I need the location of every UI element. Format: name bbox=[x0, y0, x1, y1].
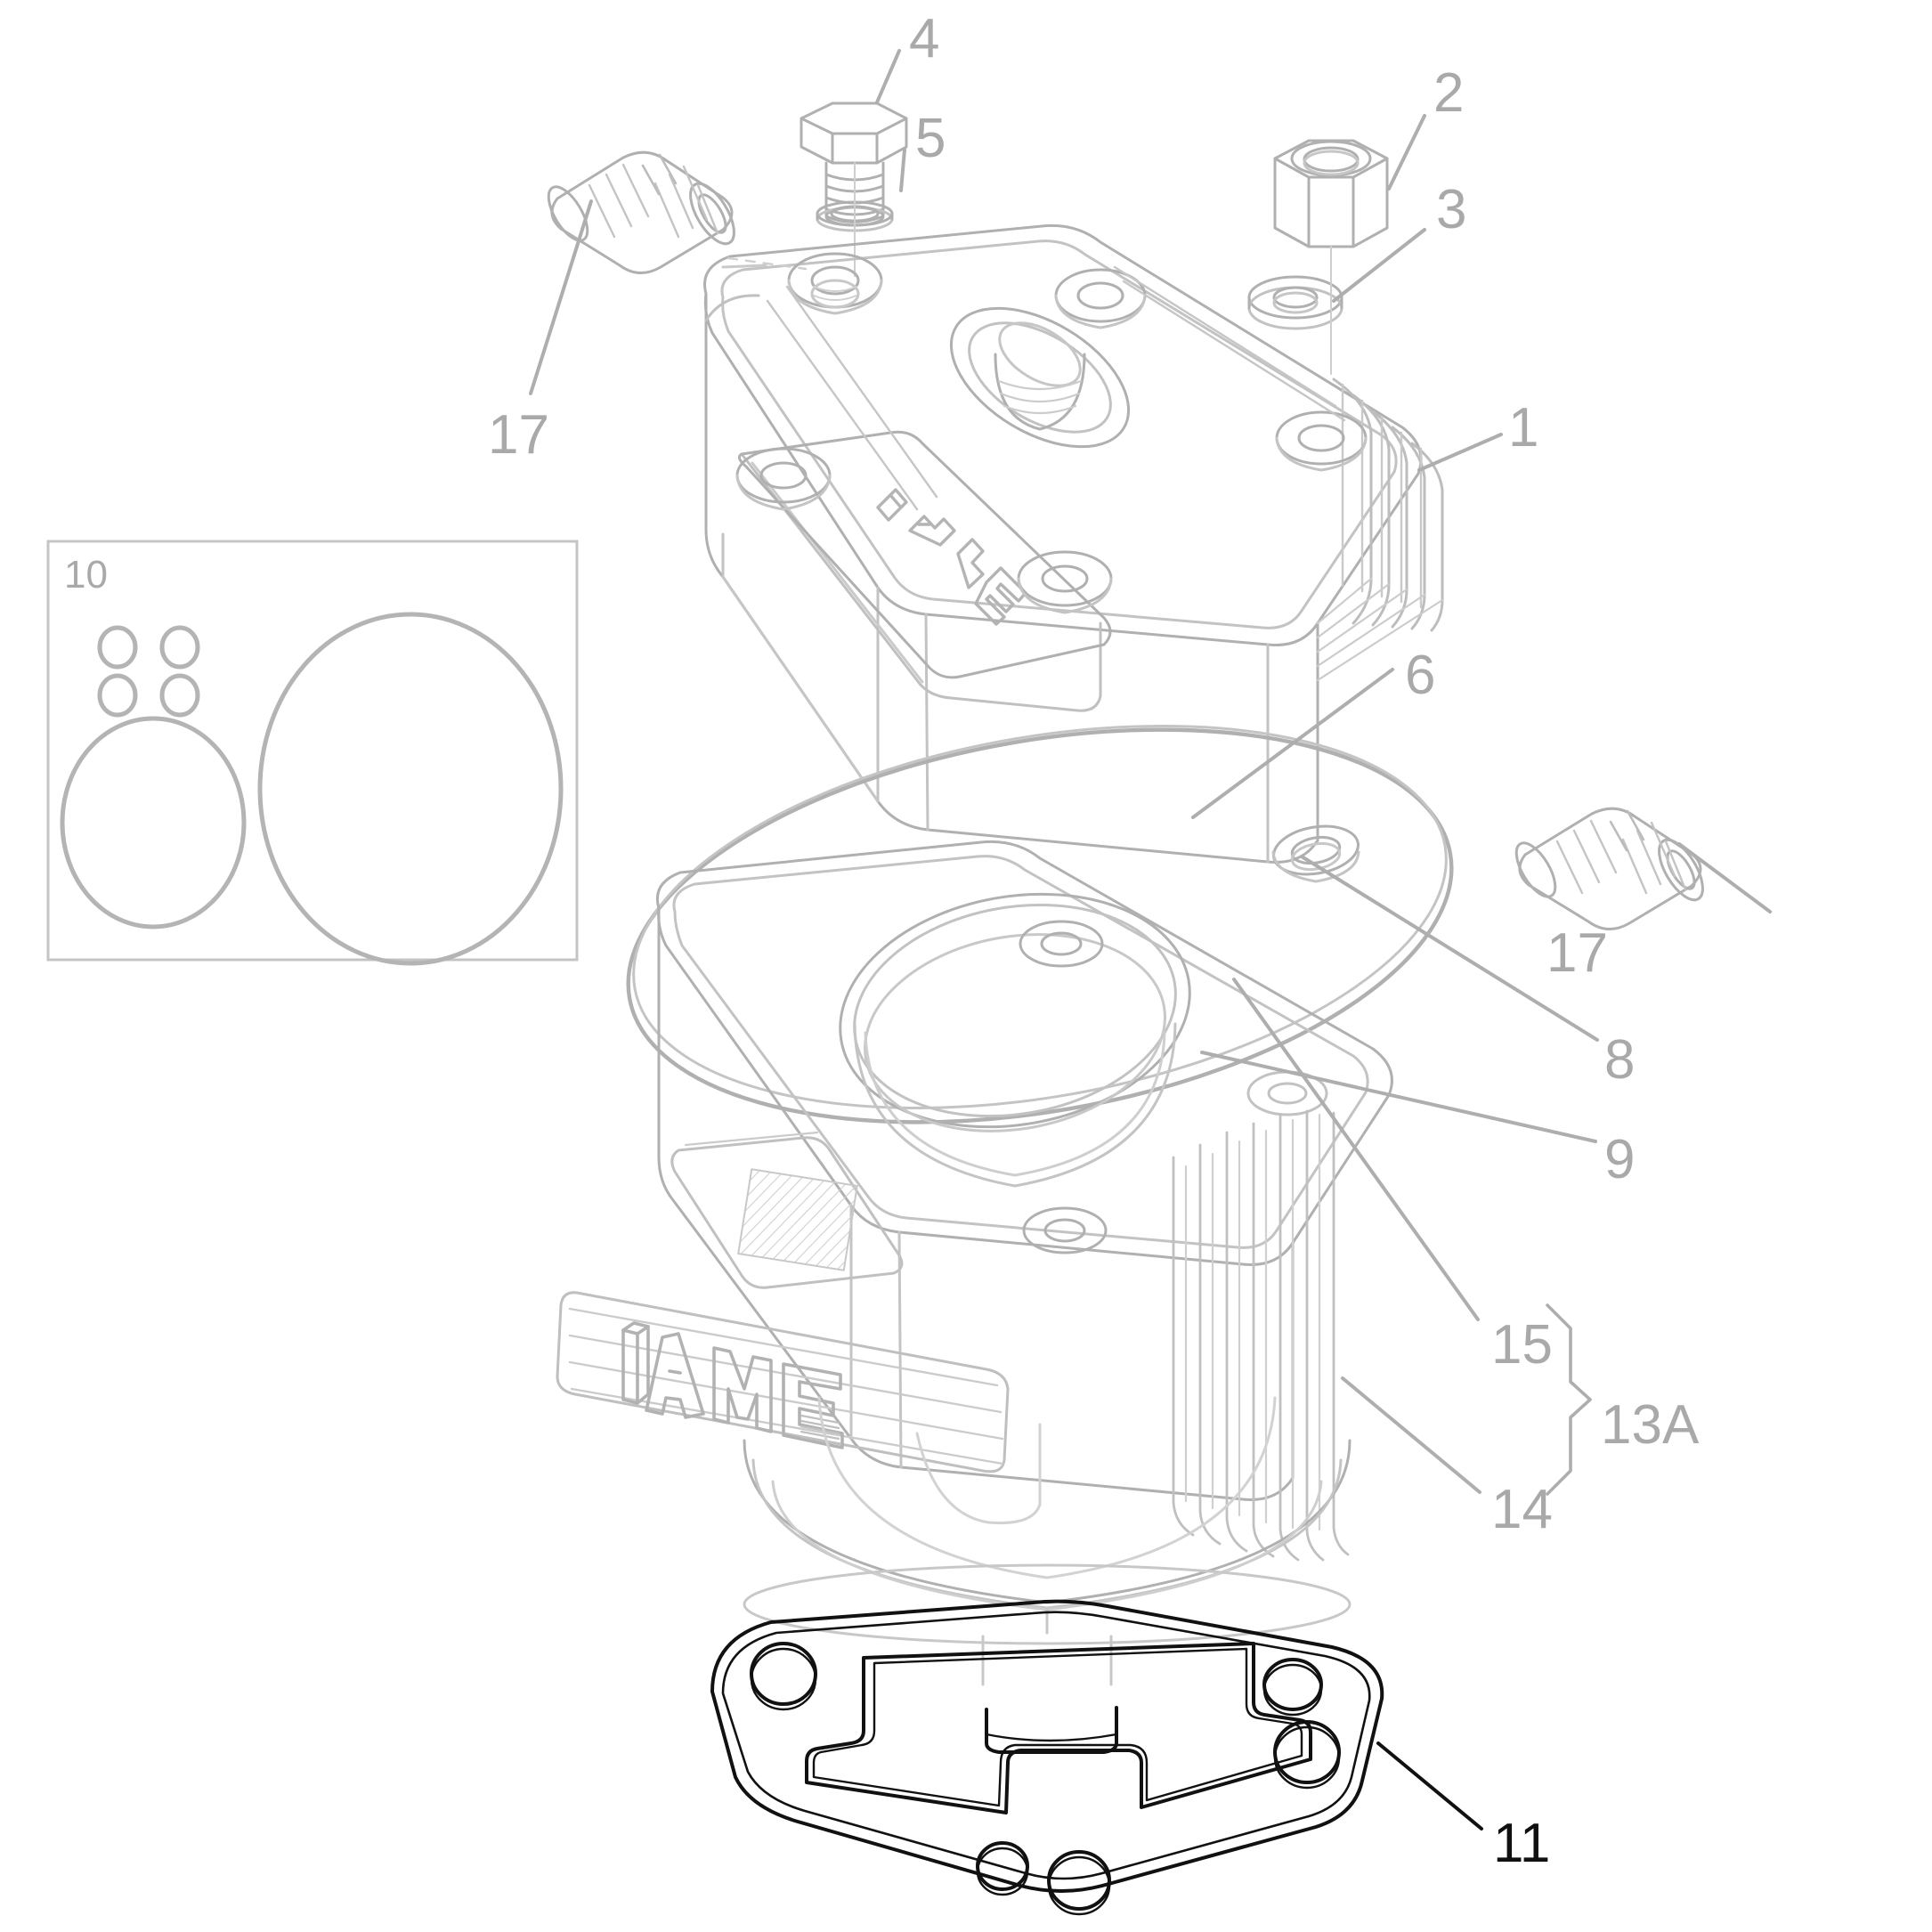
hex-nut-art bbox=[1273, 139, 1389, 248]
callout-label-3: 3 bbox=[1436, 179, 1467, 240]
gasket-hole-bottom-large bbox=[1047, 1850, 1111, 1916]
leader-17-right bbox=[1677, 842, 1772, 913]
leader-14 bbox=[1341, 1376, 1481, 1494]
gasket-hole-right-bottom bbox=[1273, 1720, 1341, 1790]
leader-4 bbox=[875, 49, 901, 104]
head-bolt-boss-1 bbox=[787, 252, 883, 315]
flat-washer-art bbox=[1247, 275, 1343, 330]
callout-label-11: 11 bbox=[1493, 1813, 1551, 1874]
inset-small-oring-4 bbox=[159, 673, 200, 718]
head-bolt-boss-4 bbox=[735, 447, 832, 511]
leader-3 bbox=[1332, 228, 1426, 303]
leader-1 bbox=[1417, 433, 1503, 472]
leader-17-left bbox=[529, 199, 593, 395]
head-bolt-boss-5 bbox=[1017, 550, 1113, 614]
brace-13a bbox=[1546, 1303, 1592, 1496]
inset-small-oring-2 bbox=[159, 625, 200, 670]
leader-15 bbox=[1232, 978, 1480, 1321]
callout-label-17: 17 bbox=[488, 404, 549, 466]
gasket-hole-left bbox=[750, 1642, 817, 1711]
callout-label-6: 6 bbox=[1405, 645, 1436, 706]
head-bolt-boss-3 bbox=[1275, 410, 1368, 472]
gasket-hole-bottom-small bbox=[976, 1841, 1029, 1896]
callout-label-1: 1 bbox=[1508, 397, 1539, 459]
gasket-hole-right-top bbox=[1262, 1658, 1323, 1717]
callout-label-5: 5 bbox=[915, 108, 946, 169]
inset-label-10: 10 bbox=[64, 553, 108, 597]
callout-label-2: 2 bbox=[1433, 62, 1465, 124]
threaded-fitting-left-art bbox=[547, 150, 735, 274]
inset-large-oring bbox=[257, 612, 564, 966]
callout-label-13a: 13A bbox=[1601, 1394, 1700, 1456]
inset-border bbox=[46, 540, 579, 962]
threaded-fitting-right-art bbox=[1514, 807, 1704, 930]
callout-label-4: 4 bbox=[909, 8, 940, 69]
callout-label-17: 17 bbox=[1546, 922, 1608, 984]
leader-5 bbox=[899, 148, 906, 192]
inset-medium-oring bbox=[60, 716, 247, 929]
inset-small-oring-3 bbox=[97, 673, 138, 718]
leader-2 bbox=[1387, 114, 1426, 191]
cylinder-boss-1 bbox=[1019, 920, 1104, 968]
head-bolt-boss-2 bbox=[1054, 268, 1147, 329]
callout-label-8: 8 bbox=[1604, 1029, 1636, 1091]
leader-9 bbox=[1200, 1051, 1597, 1143]
cylinder-head-art bbox=[703, 223, 1444, 864]
leader-11 bbox=[1376, 1741, 1483, 1831]
cylinder-boss-2 bbox=[1022, 1206, 1108, 1254]
leader-6 bbox=[1191, 668, 1394, 819]
callout-label-9: 9 bbox=[1604, 1129, 1636, 1190]
cylinder-barrel-art bbox=[556, 824, 1393, 1686]
leader-8 bbox=[1300, 855, 1599, 1042]
inset-small-oring-1 bbox=[97, 625, 138, 670]
callout-label-15: 15 bbox=[1491, 1314, 1553, 1376]
large-oring-art bbox=[626, 725, 1454, 1124]
callout-label-14: 14 bbox=[1491, 1479, 1553, 1540]
